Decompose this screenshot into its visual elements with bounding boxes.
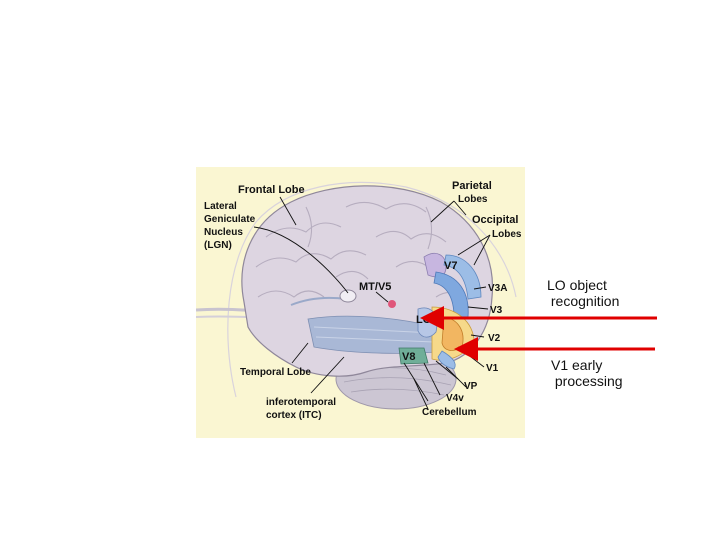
area-v7 bbox=[423, 253, 447, 278]
label-cerebellum: Cerebellum bbox=[422, 407, 477, 418]
label-v2: V2 bbox=[488, 333, 501, 344]
label-occipital-line1: Occipital bbox=[472, 214, 518, 226]
label-parietal-line2: Lobes bbox=[458, 194, 488, 205]
brain-gyri bbox=[255, 201, 467, 300]
area-v3a bbox=[443, 254, 482, 300]
label-itc-line2: cortex (ITC) bbox=[266, 410, 322, 421]
label-lgn-line1: Lateral bbox=[204, 201, 237, 212]
label-v1: V1 bbox=[486, 363, 499, 374]
label-lgn-line3: Nucleus bbox=[204, 227, 243, 238]
label-vp: VP bbox=[464, 381, 478, 392]
label-v7: V7 bbox=[444, 260, 457, 272]
label-lgn-line2: Geniculate bbox=[204, 214, 256, 225]
label-frontal-lobe: Frontal Lobe bbox=[238, 184, 305, 196]
v1-early-processing-note: V1 early processing bbox=[551, 357, 623, 389]
area-vp bbox=[437, 350, 456, 370]
mt-v5-marker bbox=[388, 300, 396, 308]
label-mt-v5: MT/V5 bbox=[359, 281, 391, 293]
label-lgn-line4: (LGN) bbox=[204, 240, 232, 251]
label-temporal-lobe: Temporal Lobe bbox=[240, 367, 311, 378]
label-v8: V8 bbox=[402, 351, 415, 363]
label-v4v: V4v bbox=[446, 393, 464, 404]
head-outline bbox=[227, 181, 517, 398]
label-itc-line1: inferotemporal bbox=[266, 397, 336, 408]
lo-object-recognition-note: LO object recognition bbox=[547, 277, 620, 309]
label-parietal-line1: Parietal bbox=[452, 180, 492, 192]
label-v3: V3 bbox=[490, 305, 503, 316]
area-v8 bbox=[398, 347, 429, 365]
lgn-body bbox=[339, 289, 357, 303]
label-v3a: V3A bbox=[488, 283, 507, 294]
label-occipital-line2: Lobes bbox=[492, 229, 522, 240]
